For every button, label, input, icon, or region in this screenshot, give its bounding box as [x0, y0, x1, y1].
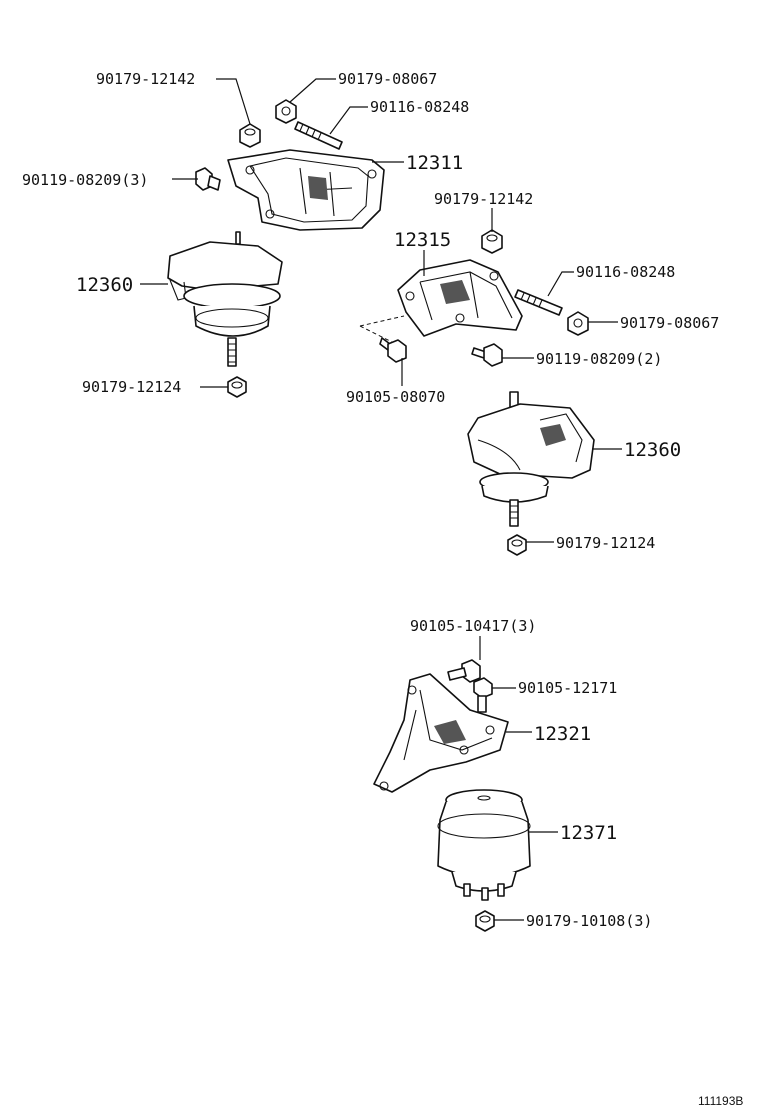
nut-90179-12142-upper [239, 123, 261, 148]
label-12360-left: 12360 [76, 274, 133, 296]
figure-id: 111193B [698, 1094, 743, 1108]
label-90179-12124-left: 90179-12124 [82, 378, 181, 396]
bracket-12321 [373, 673, 509, 793]
nut-90179-12124-right [507, 534, 527, 556]
label-90105-12171: 90105-12171 [518, 679, 617, 697]
label-12311: 12311 [406, 152, 463, 174]
bolt-90105-10417 [447, 659, 481, 683]
nut-90179-10108 [475, 910, 495, 932]
stud-90116-08248-right [514, 289, 563, 316]
mount-12360-left [167, 231, 283, 367]
label-90179-08067-right: 90179-08067 [620, 314, 719, 332]
label-12315: 12315 [394, 229, 451, 251]
label-90179-10108-3: 90179-10108(3) [526, 912, 652, 930]
bolt-90105-08070 [379, 337, 407, 363]
label-90116-08248-right: 90116-08248 [576, 263, 675, 281]
leader-lines [140, 78, 622, 921]
label-12321: 12321 [534, 723, 591, 745]
nut-90179-12142-right [481, 229, 503, 254]
bolt-90119-08209-upper [195, 167, 221, 191]
label-90179-08067-upper: 90179-08067 [338, 70, 437, 88]
label-90119-08209-3: 90119-08209(3) [22, 171, 148, 189]
label-12371: 12371 [560, 822, 617, 844]
nut-90179-12124-left [227, 376, 247, 398]
label-90179-12124-right: 90179-12124 [556, 534, 655, 552]
bolt-90105-12171 [473, 677, 493, 713]
label-12360-right: 12360 [624, 439, 681, 461]
label-90179-12142-upper: 90179-12142 [96, 70, 195, 88]
bolt-90119-08209-right [471, 343, 503, 367]
label-90116-08248-upper: 90116-08248 [370, 98, 469, 116]
label-90119-08209-2: 90119-08209(2) [536, 350, 662, 368]
bracket-12311 [227, 149, 385, 231]
label-90105-10417-3: 90105-10417(3) [410, 617, 536, 635]
mount-12360-right [467, 391, 595, 527]
mount-12371 [437, 789, 531, 901]
label-90179-12142-right: 90179-12142 [434, 190, 533, 208]
bracket-12315 [397, 259, 523, 337]
stud-90116-08248-upper [294, 121, 343, 150]
dashed-alignment-line [359, 315, 405, 345]
label-90105-08070: 90105-08070 [346, 388, 445, 406]
nut-90179-08067-upper [275, 99, 297, 124]
nut-90179-08067-right [567, 311, 589, 336]
